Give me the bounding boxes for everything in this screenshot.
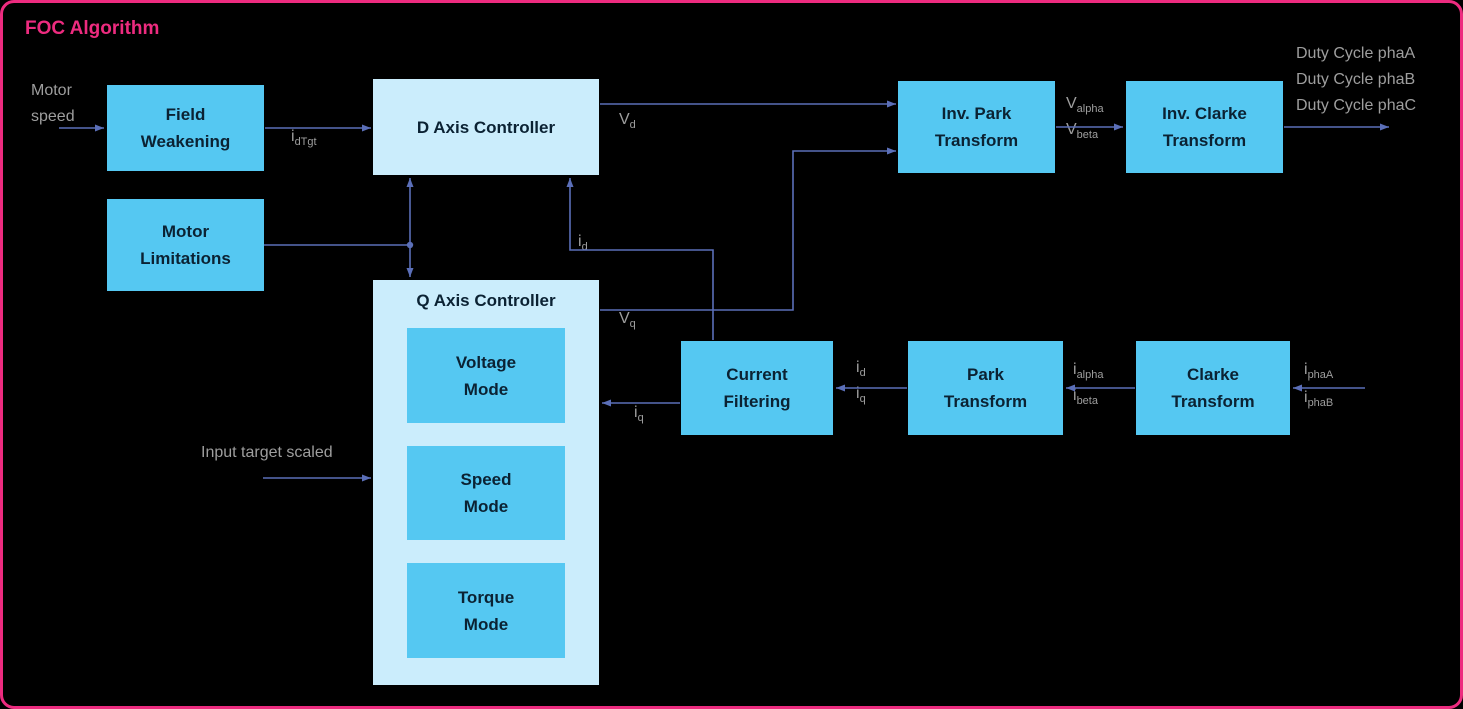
label-i-d-feedback-sub: d <box>581 241 588 254</box>
label-i-dtgt-base: i <box>291 128 295 145</box>
block-q-axis-controller-label: Q Axis Controller <box>416 291 556 310</box>
block-speed-mode: Speed Mode <box>407 446 565 540</box>
label-motor-speed: Motor speed <box>31 82 75 125</box>
block-speed-mode-label: Speed Mode <box>460 470 512 516</box>
block-inv-park-transform-label: Inv. Park Transform <box>934 104 1019 150</box>
block-inv-clarke-transform-label: Inv. Clarke Transform <box>1162 104 1247 150</box>
block-voltage-mode: Voltage Mode <box>407 328 565 423</box>
block-current-filtering-label: Current Filtering <box>723 365 791 411</box>
block-inv-clarke-transform: Inv. Clarke Transform <box>1126 81 1283 173</box>
label-duty-cycle-phac: Duty Cycle phaC <box>1296 97 1417 114</box>
label-i-q-input-base: i <box>634 404 638 421</box>
block-q-axis-controller: Q Axis Controller Voltage Mode Speed Mod… <box>373 280 599 685</box>
label-v-d-sub: d <box>629 119 636 132</box>
label-i-beta: ibeta <box>1073 357 1098 414</box>
label-i-q-park-out: iq <box>856 355 866 412</box>
label-v-alpha: Valpha <box>1066 65 1104 122</box>
label-v-beta: Vbeta <box>1066 91 1098 148</box>
block-d-axis-controller-label: D Axis Controller <box>416 117 556 137</box>
diagram-title: FOC Algorithm <box>25 18 160 39</box>
block-field-weakening-label: Field Weakening <box>140 105 231 151</box>
wire-junction-dot <box>406 241 414 249</box>
label-duty-cycle-phaa: Duty Cycle phaA <box>1296 45 1416 62</box>
label-i-d-feedback: id <box>578 203 588 260</box>
wire-vq <box>600 147 896 311</box>
label-i-phaa-sub: phaA <box>1307 369 1334 382</box>
label-i-phaa-base: i <box>1304 361 1308 378</box>
block-current-filtering: Current Filtering <box>681 341 833 435</box>
label-duty-cycle-phab: Duty Cycle phaB <box>1296 71 1416 88</box>
block-park-transform-label: Park Transform <box>943 365 1028 411</box>
label-i-alpha-sub: alpha <box>1076 369 1104 382</box>
block-motor-limitations: Motor Limitations <box>107 199 264 291</box>
label-i-alpha-base: i <box>1073 361 1077 378</box>
label-v-alpha-sub: alpha <box>1076 103 1104 116</box>
label-i-alpha: ialpha <box>1073 331 1103 388</box>
block-park-transform: Park Transform <box>908 341 1063 435</box>
label-v-alpha-base: V <box>1066 95 1077 112</box>
label-i-q-input-sub: q <box>637 412 644 425</box>
label-input-target-scaled: Input target scaled <box>201 444 333 461</box>
block-clarke-transform: Clarke Transform <box>1136 341 1290 435</box>
label-i-phaa: iphaA <box>1304 331 1333 388</box>
block-d-axis-controller: D Axis Controller <box>373 79 599 175</box>
block-inv-park-transform: Inv. Park Transform <box>898 81 1055 173</box>
label-i-dtgt-sub: dTgt <box>294 136 317 149</box>
label-v-beta-sub: beta <box>1076 129 1099 142</box>
block-voltage-mode-label: Voltage Mode <box>455 352 517 399</box>
label-i-dtgt: idTgt <box>291 98 317 155</box>
block-torque-mode: Torque Mode <box>407 563 565 658</box>
block-motor-limitations-label: Motor Limitations <box>140 222 231 268</box>
label-v-q-sub: q <box>629 318 636 331</box>
label-v-beta-base: V <box>1066 121 1077 138</box>
label-i-d-park-out-base: i <box>856 359 860 376</box>
label-v-q-base: V <box>619 310 630 327</box>
block-field-weakening: Field Weakening <box>107 85 264 171</box>
block-torque-mode-label: Torque Mode <box>457 587 515 634</box>
label-i-d-park-out: id <box>856 329 866 386</box>
label-v-q: Vq <box>619 280 636 337</box>
label-i-q-input: iq <box>634 374 644 431</box>
label-i-phab-sub: phaB <box>1307 397 1334 410</box>
label-v-d-base: V <box>619 111 630 128</box>
label-i-d-park-out-sub: d <box>859 367 866 380</box>
label-i-phab-base: i <box>1304 389 1308 406</box>
label-i-q-park-out-base: i <box>856 385 860 402</box>
label-i-phab: iphaB <box>1304 359 1333 416</box>
label-v-d: Vd <box>619 81 636 138</box>
block-clarke-transform-label: Clarke Transform <box>1171 365 1255 411</box>
label-i-beta-base: i <box>1073 387 1077 404</box>
label-i-beta-sub: beta <box>1076 395 1098 408</box>
label-i-q-park-out-sub: q <box>859 393 866 406</box>
